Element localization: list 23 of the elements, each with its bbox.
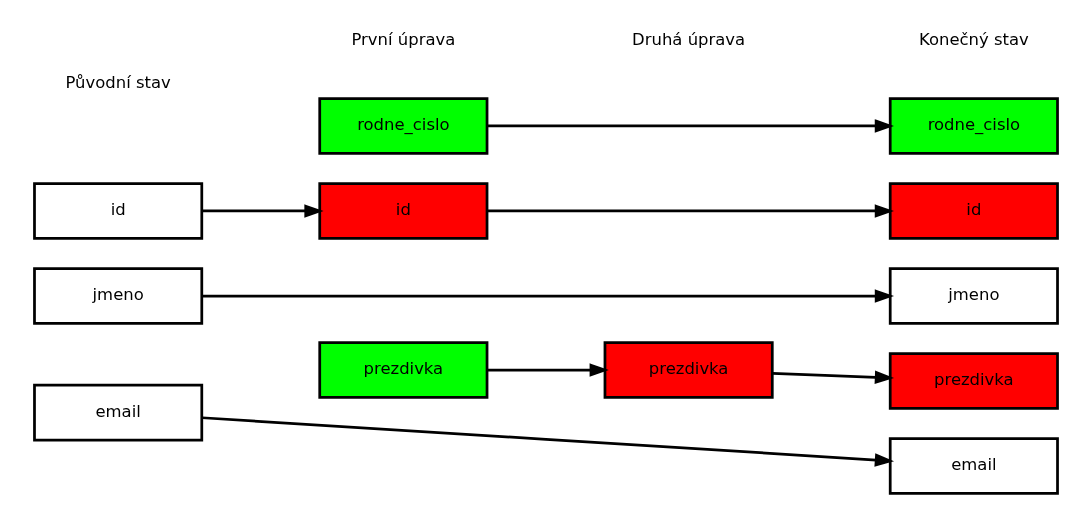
label: Druhá úprava xyxy=(632,30,746,50)
arrow xyxy=(487,119,894,133)
node-box: jmeno xyxy=(33,267,204,325)
arrow xyxy=(772,370,895,384)
arrow xyxy=(202,204,324,218)
node-box: id xyxy=(888,182,1059,240)
arrow xyxy=(202,416,894,467)
node-box: prezdivka xyxy=(318,341,489,399)
label: Konečný stav xyxy=(918,30,1029,50)
node-box: email xyxy=(33,383,204,442)
arrow xyxy=(487,363,609,377)
node-box: prezdivka xyxy=(603,341,774,399)
node-box: jmeno xyxy=(888,267,1059,325)
node-box: email xyxy=(888,437,1059,495)
arrow xyxy=(202,289,895,303)
node-box: rodne_cislo xyxy=(888,97,1059,155)
label: Původní stav xyxy=(65,72,171,92)
label: První úprava xyxy=(351,30,456,50)
node-box: rodne_cislo xyxy=(318,97,489,155)
node-box: id xyxy=(33,182,204,240)
node-box: id xyxy=(318,182,489,240)
node-box: prezdivka xyxy=(888,352,1059,410)
arrow xyxy=(487,204,894,218)
